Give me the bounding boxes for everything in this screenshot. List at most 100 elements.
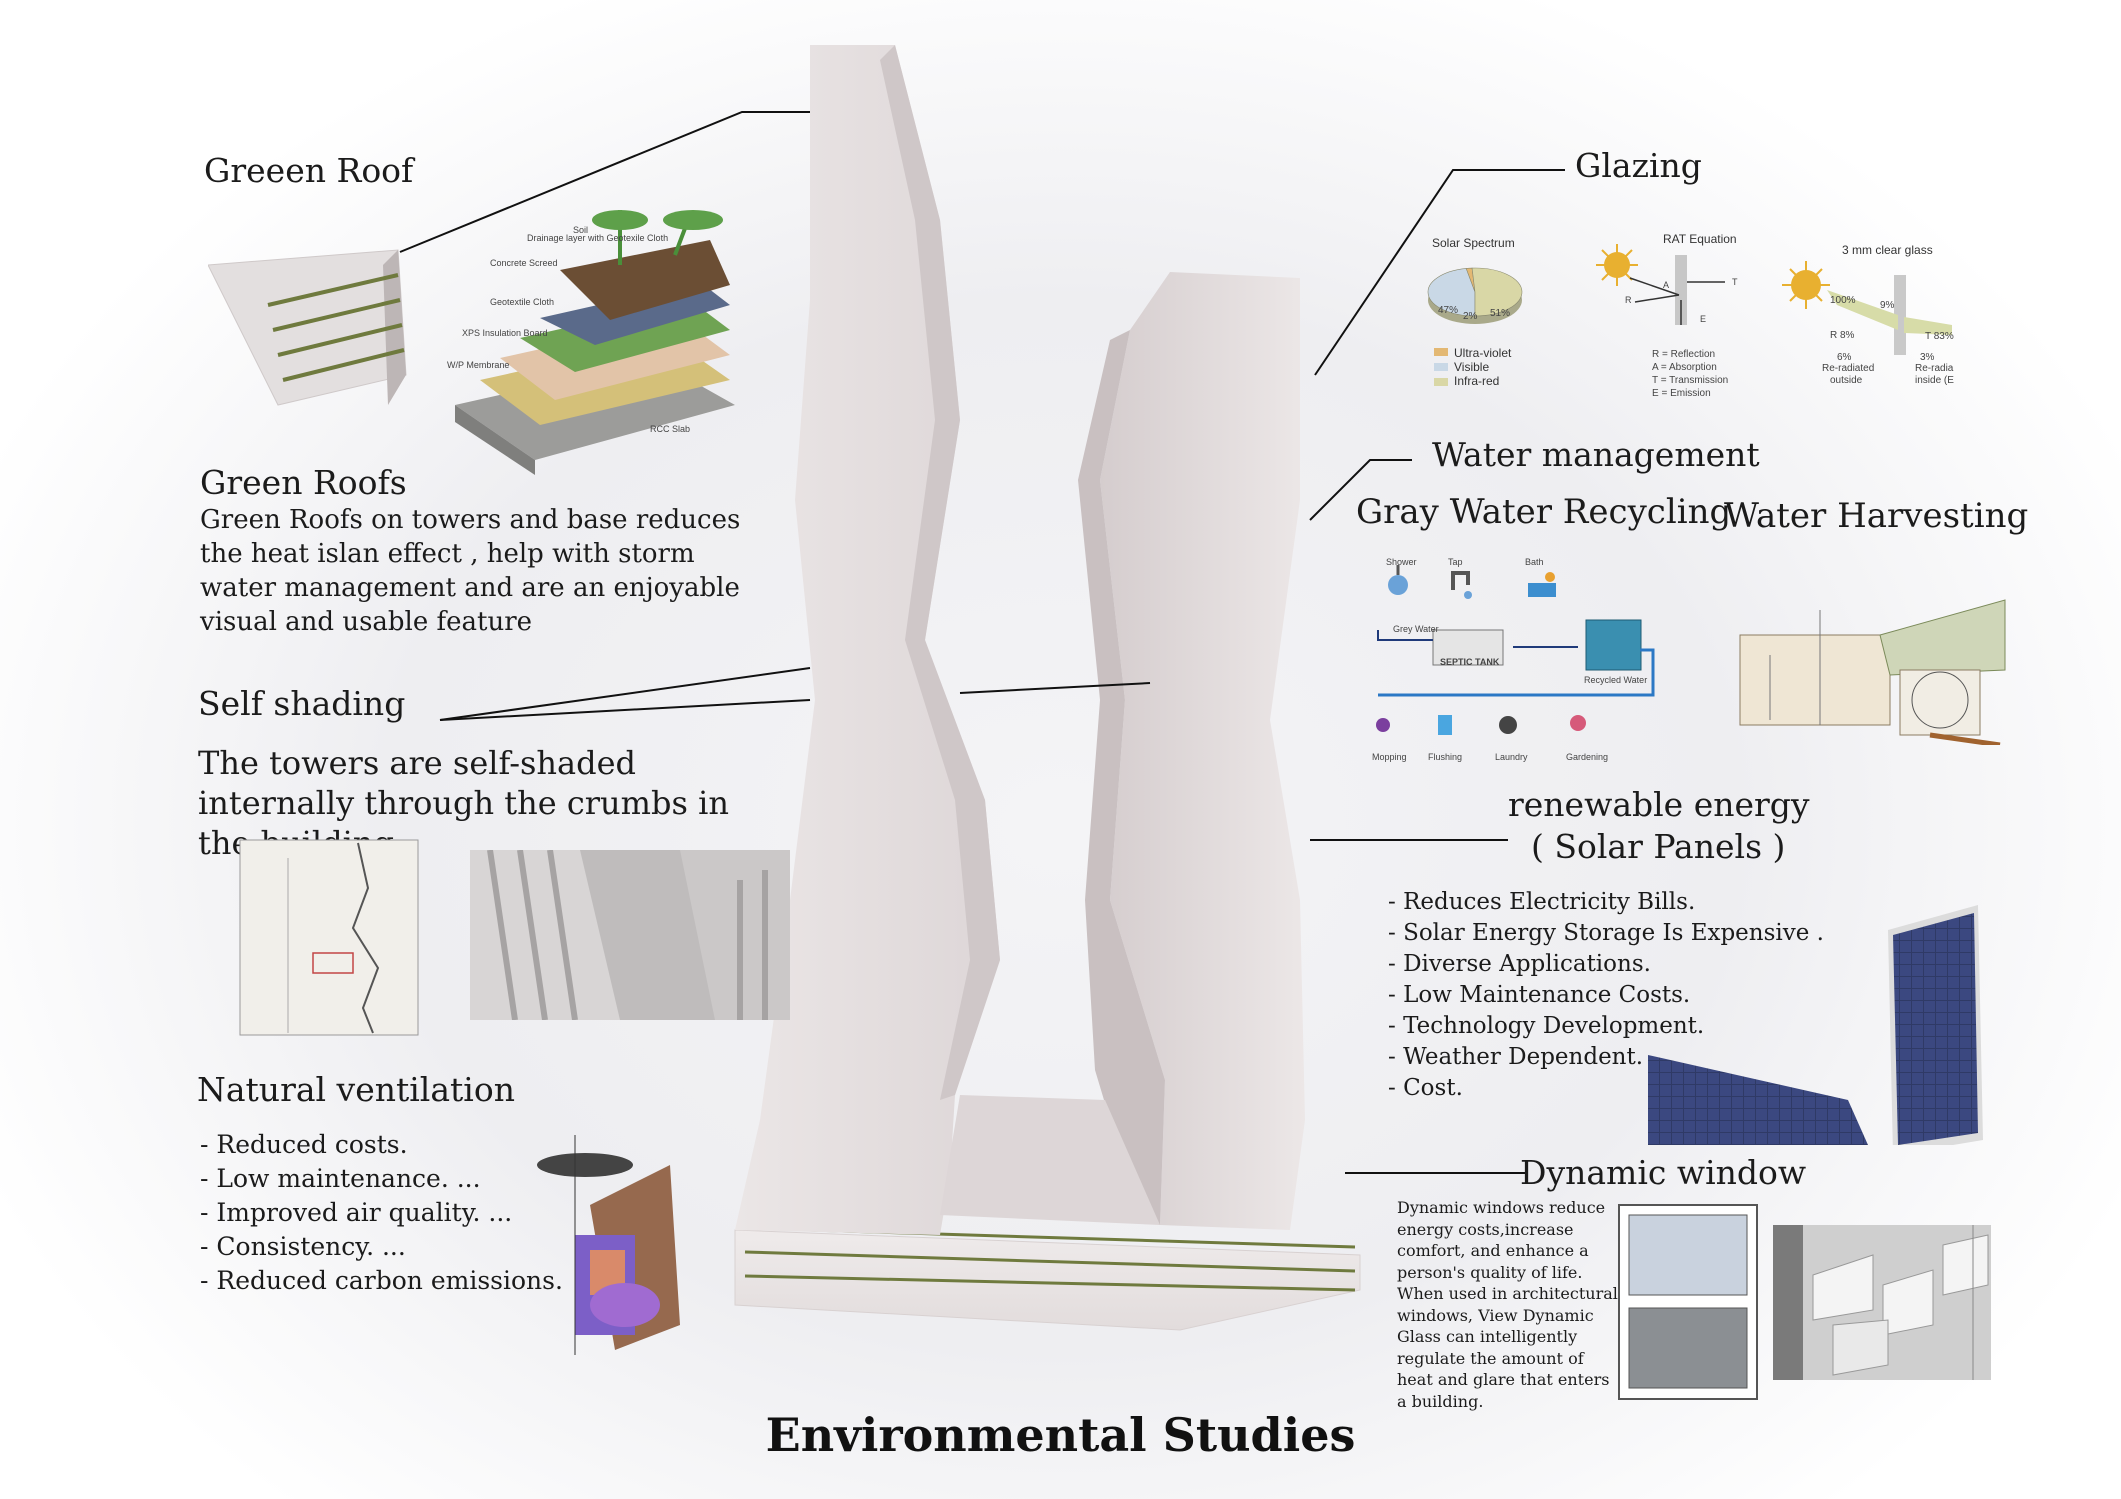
re-item: - Diverse Applications. (1388, 951, 1651, 977)
gw-label-mopping: Mopping (1372, 752, 1407, 762)
green-roof-heading: Greeen Roof (204, 151, 414, 190)
water-harvesting-heading: Water Harvesting (1724, 496, 2029, 536)
legend-swatch-ir (1434, 378, 1448, 386)
glass-caption-reradiated: Re-radiated (1822, 363, 1875, 374)
renewable-heading-line1: renewable energy (1508, 785, 1810, 824)
re-item: - Cost. (1388, 1075, 1463, 1101)
glass-val-t83: T 83% (1925, 331, 1954, 342)
rat-diagram (1596, 244, 1725, 325)
gw-label-bath: Bath (1525, 557, 1544, 567)
nv-item: - Reduced costs. (200, 1130, 408, 1159)
gw-label-laundry: Laundry (1495, 752, 1528, 762)
pie-label-51: 51% (1490, 308, 1511, 319)
gray-water-heading: Gray Water Recycling (1356, 492, 1732, 532)
nv-item: - Low maintenance. ... (200, 1164, 481, 1193)
glass-caption-outside: outside (1830, 375, 1863, 386)
green-roof-stripe-2 (744, 1250, 1356, 1273)
renewable-heading-line2: ( Solar Panels ) (1531, 827, 1786, 866)
legend-visible: Visible (1454, 360, 1490, 374)
legend-uv: Ultra-violet (1454, 346, 1512, 360)
gw-label-greywater: Grey Water (1393, 624, 1439, 634)
rat-label-e: E (1700, 314, 1707, 324)
gr-label-xps: XPS Insulation Board (462, 328, 548, 338)
nv-item: - Reduced carbon emissions. (200, 1266, 563, 1295)
leader-self-shading-c (959, 682, 1151, 694)
ventilation-simulation-model (537, 1135, 680, 1355)
gw-label-gardening: Gardening (1566, 752, 1609, 762)
courtyard-floor (940, 1095, 1160, 1225)
gw-label-recycled: Recycled Water (1584, 675, 1648, 685)
gr-label-screed: Concrete Screed (490, 258, 558, 268)
tap-icon (1451, 571, 1472, 599)
gr-label-geotextile: Geotextile Cloth (490, 297, 555, 307)
legend-swatch-uv (1434, 348, 1448, 356)
right-tower (1100, 272, 1305, 1230)
rat-legend-t: T = Transmission (1652, 375, 1729, 386)
self-shading-description: The towers are self-shaded internally th… (198, 744, 729, 862)
water-management-heading: Water management (1432, 435, 1760, 474)
rat-legend-r: R = Reflection (1652, 349, 1716, 360)
rat-label-t: T (1732, 277, 1738, 287)
rat-legend-e: E = Emission (1652, 388, 1711, 399)
glass-val-100: 100% (1830, 295, 1856, 306)
shower-icon (1388, 565, 1408, 595)
leader-self-shading-b (439, 699, 811, 721)
green-roofs-subheading: Green Roofs (200, 463, 407, 502)
pie-label-47: 47% (1438, 305, 1459, 316)
solar-spectrum-pie (1427, 267, 1523, 324)
green-roof-stepped-model (208, 249, 407, 406)
renewable-list: - Reduces Electricity Bills. - Solar Ene… (1388, 887, 1824, 1104)
gw-label-tap: Tap (1448, 557, 1463, 567)
legend-swatch-visible (1434, 363, 1448, 371)
sun-icon (1596, 244, 1638, 286)
rat-label-r: R (1625, 295, 1632, 305)
glazing-heading: Glazing (1575, 146, 1702, 185)
dynamic-facade-photo (1773, 1225, 1991, 1380)
re-item: - Weather Dependent. (1388, 1044, 1644, 1070)
spectrum-legend: Ultra-violet Visible Infra-red (1434, 346, 1512, 388)
gr-label-membrane: W/P Membrane (447, 360, 510, 370)
gr-label-rcc: RCC Slab (650, 424, 691, 434)
gw-label-flushing: Flushing (1428, 752, 1463, 762)
leader-water (1309, 459, 1412, 521)
rat-label-a: A (1663, 280, 1670, 290)
nv-item: - Consistency. ... (200, 1232, 406, 1261)
nv-item: - Improved air quality. ... (200, 1198, 513, 1227)
re-item: - Technology Development. (1388, 1013, 1705, 1039)
solar-panel-icon (1648, 905, 1983, 1145)
clear-glass-diagram (1782, 261, 1952, 355)
re-item: - Low Maintenance Costs. (1388, 982, 1691, 1008)
leader-glazing (1314, 169, 1565, 376)
solar-spectrum-title: Solar Spectrum (1432, 236, 1515, 250)
gr-label-drainage: Drainage layer with Geotexile Cloth (527, 233, 669, 243)
glass-val-3: 3% (1920, 352, 1935, 363)
green-roof-stripe-3 (744, 1274, 1356, 1292)
pie-slice (1427, 268, 1476, 317)
glass-val-6: 6% (1837, 352, 1852, 363)
glass-val-r8: R 8% (1830, 330, 1855, 341)
self-shading-sketch (239, 839, 419, 1036)
legend-ir: Infra-red (1454, 374, 1500, 388)
bath-icon (1528, 572, 1556, 597)
glass-caption-inside: inside (E (1915, 375, 1954, 386)
self-shading-render (470, 850, 790, 1020)
clear-glass-title: 3 mm clear glass (1842, 243, 1933, 257)
left-tower-shade (880, 45, 1000, 1100)
gray-water-diagram (1376, 565, 1655, 735)
pie-label-2: 2% (1463, 311, 1478, 322)
dynamic-window-description: Dynamic windows reduce energy costs,incr… (1397, 1198, 1618, 1411)
glass-caption-reradia: Re-radia (1915, 363, 1954, 374)
green-roof-layers-diagram (455, 210, 735, 475)
gw-label-shower: Shower (1386, 557, 1417, 567)
rat-legend-a: A = Absorption (1652, 362, 1717, 373)
window-icon (1618, 1204, 1758, 1400)
rat-legend: R = Reflection A = Absorption T = Transm… (1652, 348, 1728, 400)
leader-self-shading-a (439, 667, 811, 721)
gr-label-soil: Soil (573, 225, 589, 235)
page-title: Environmental Studies (765, 1408, 1356, 1462)
glass-val-9: 9% (1880, 300, 1895, 311)
leader-green-roof (399, 111, 810, 253)
water-harvesting-sketch (1739, 599, 2006, 745)
re-item: - Solar Energy Storage Is Expensive . (1388, 920, 1824, 946)
